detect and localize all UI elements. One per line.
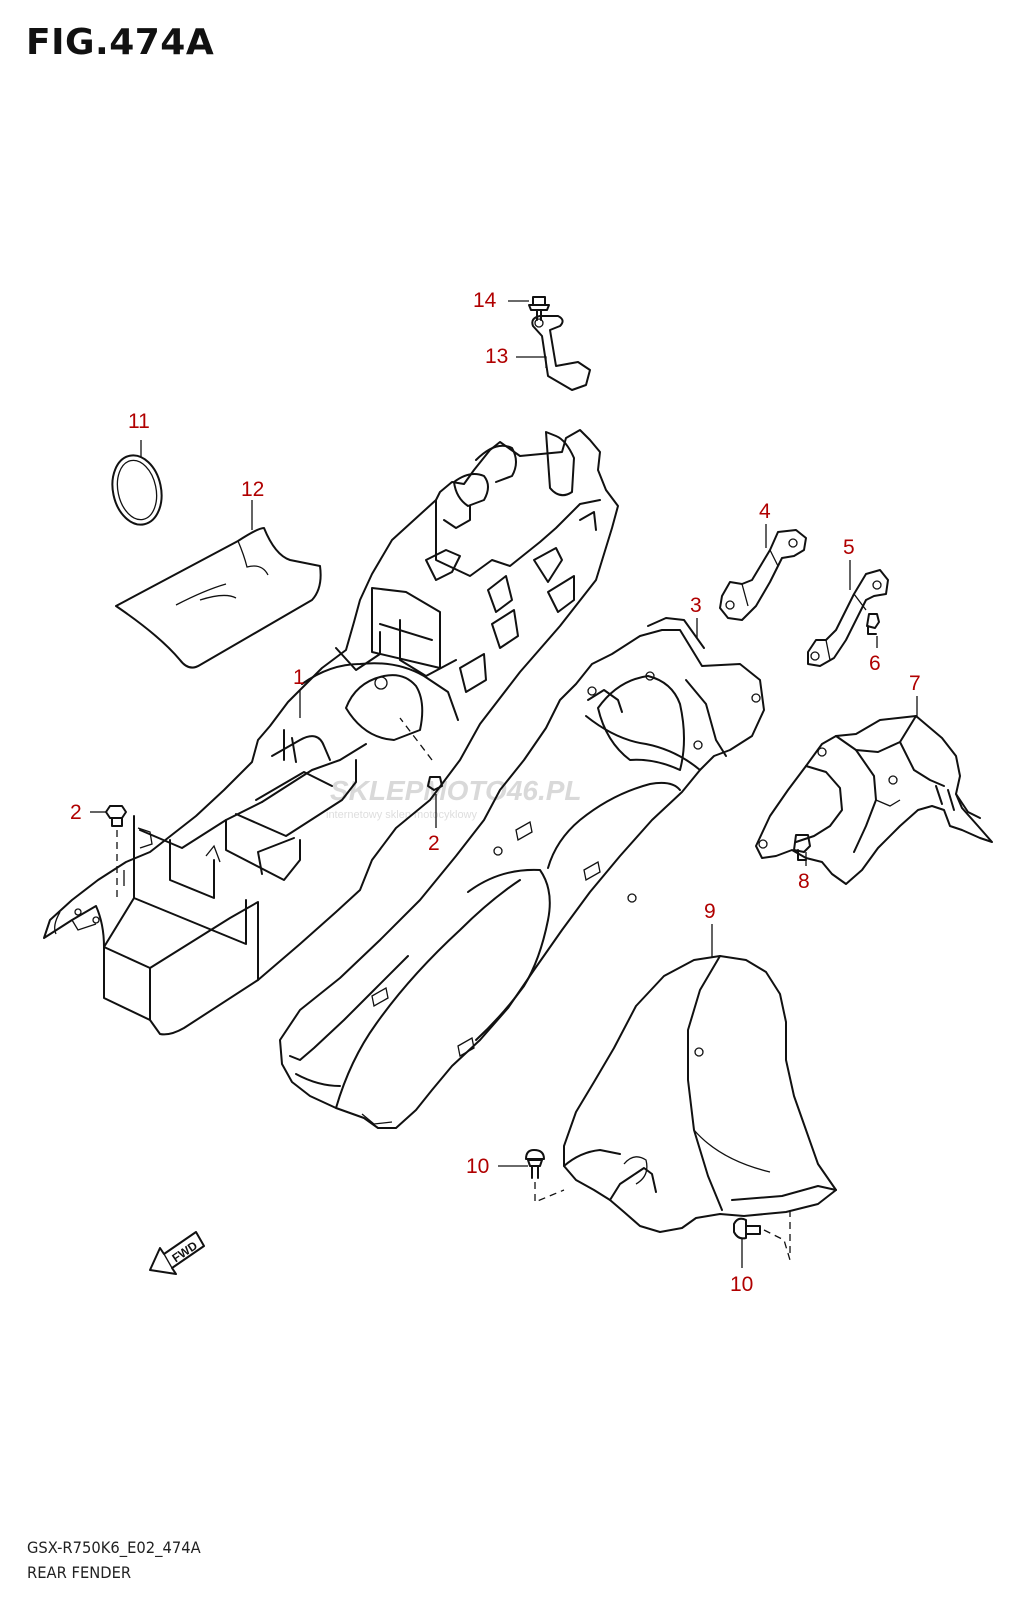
part-11-bracket[interactable]	[531, 315, 591, 391]
part-6-screw[interactable]	[866, 613, 880, 635]
callout-10-bottom: 10	[730, 1273, 753, 1296]
callout-3: 3	[690, 594, 702, 617]
figure-name: REAR FENDER	[27, 1563, 132, 1582]
fwd-label: FWD	[169, 1238, 200, 1265]
part-8-screw[interactable]	[793, 834, 811, 861]
callout-9: 9	[704, 900, 716, 923]
callout-2-center: 2	[428, 832, 440, 855]
part-3-liner[interactable]	[279, 617, 765, 1129]
watermark-brand: SKLEPMOTO46.PL	[330, 775, 582, 806]
callout-5: 5	[843, 536, 855, 559]
figure-title: FIG.474A	[26, 22, 215, 63]
part-10-screw-top[interactable]	[525, 1149, 565, 1203]
leader-lines	[90, 300, 918, 1268]
callout-7: 7	[909, 672, 921, 695]
part-1-rear-fender[interactable]	[43, 429, 619, 1036]
model-code: GSX-R750K6_E02_474A	[27, 1538, 201, 1557]
callout-6: 6	[869, 652, 881, 675]
part-12-bolt[interactable]	[528, 296, 550, 321]
fwd-arrow-icon: FWD	[149, 1231, 205, 1275]
callouts: 14 13 11 12 1 2 2 3 4 5 6 7 8 9 10 10	[70, 289, 921, 1296]
part-7-tail-cover[interactable]	[755, 715, 993, 885]
part-2-bolt-left[interactable]	[105, 805, 127, 900]
part-5-bracket[interactable]	[807, 569, 889, 667]
callout-2-left: 2	[70, 801, 82, 824]
watermark: SKLEPMOTO46.PL internetowy sklep motocyk…	[326, 775, 582, 821]
part-4-bracket[interactable]	[719, 529, 807, 621]
callout-13: 11	[128, 410, 150, 433]
part-9-hugger[interactable]	[563, 955, 837, 1233]
part-2-bolt-center[interactable]	[399, 717, 443, 791]
callout-8: 8	[798, 870, 810, 893]
part-13-ring[interactable]	[106, 451, 168, 529]
callout-10-top: 10	[466, 1155, 489, 1178]
watermark-tagline: internetowy sklep motocyklowy	[326, 809, 478, 821]
callout-12: 14	[473, 289, 497, 312]
part-10-screw-bottom[interactable]	[733, 1210, 791, 1261]
callout-11: 13	[485, 345, 508, 368]
callout-1: 1	[293, 666, 305, 689]
callout-4: 4	[759, 500, 771, 523]
part-14-tool-bag[interactable]	[115, 527, 322, 669]
callout-14: 12	[241, 478, 264, 501]
